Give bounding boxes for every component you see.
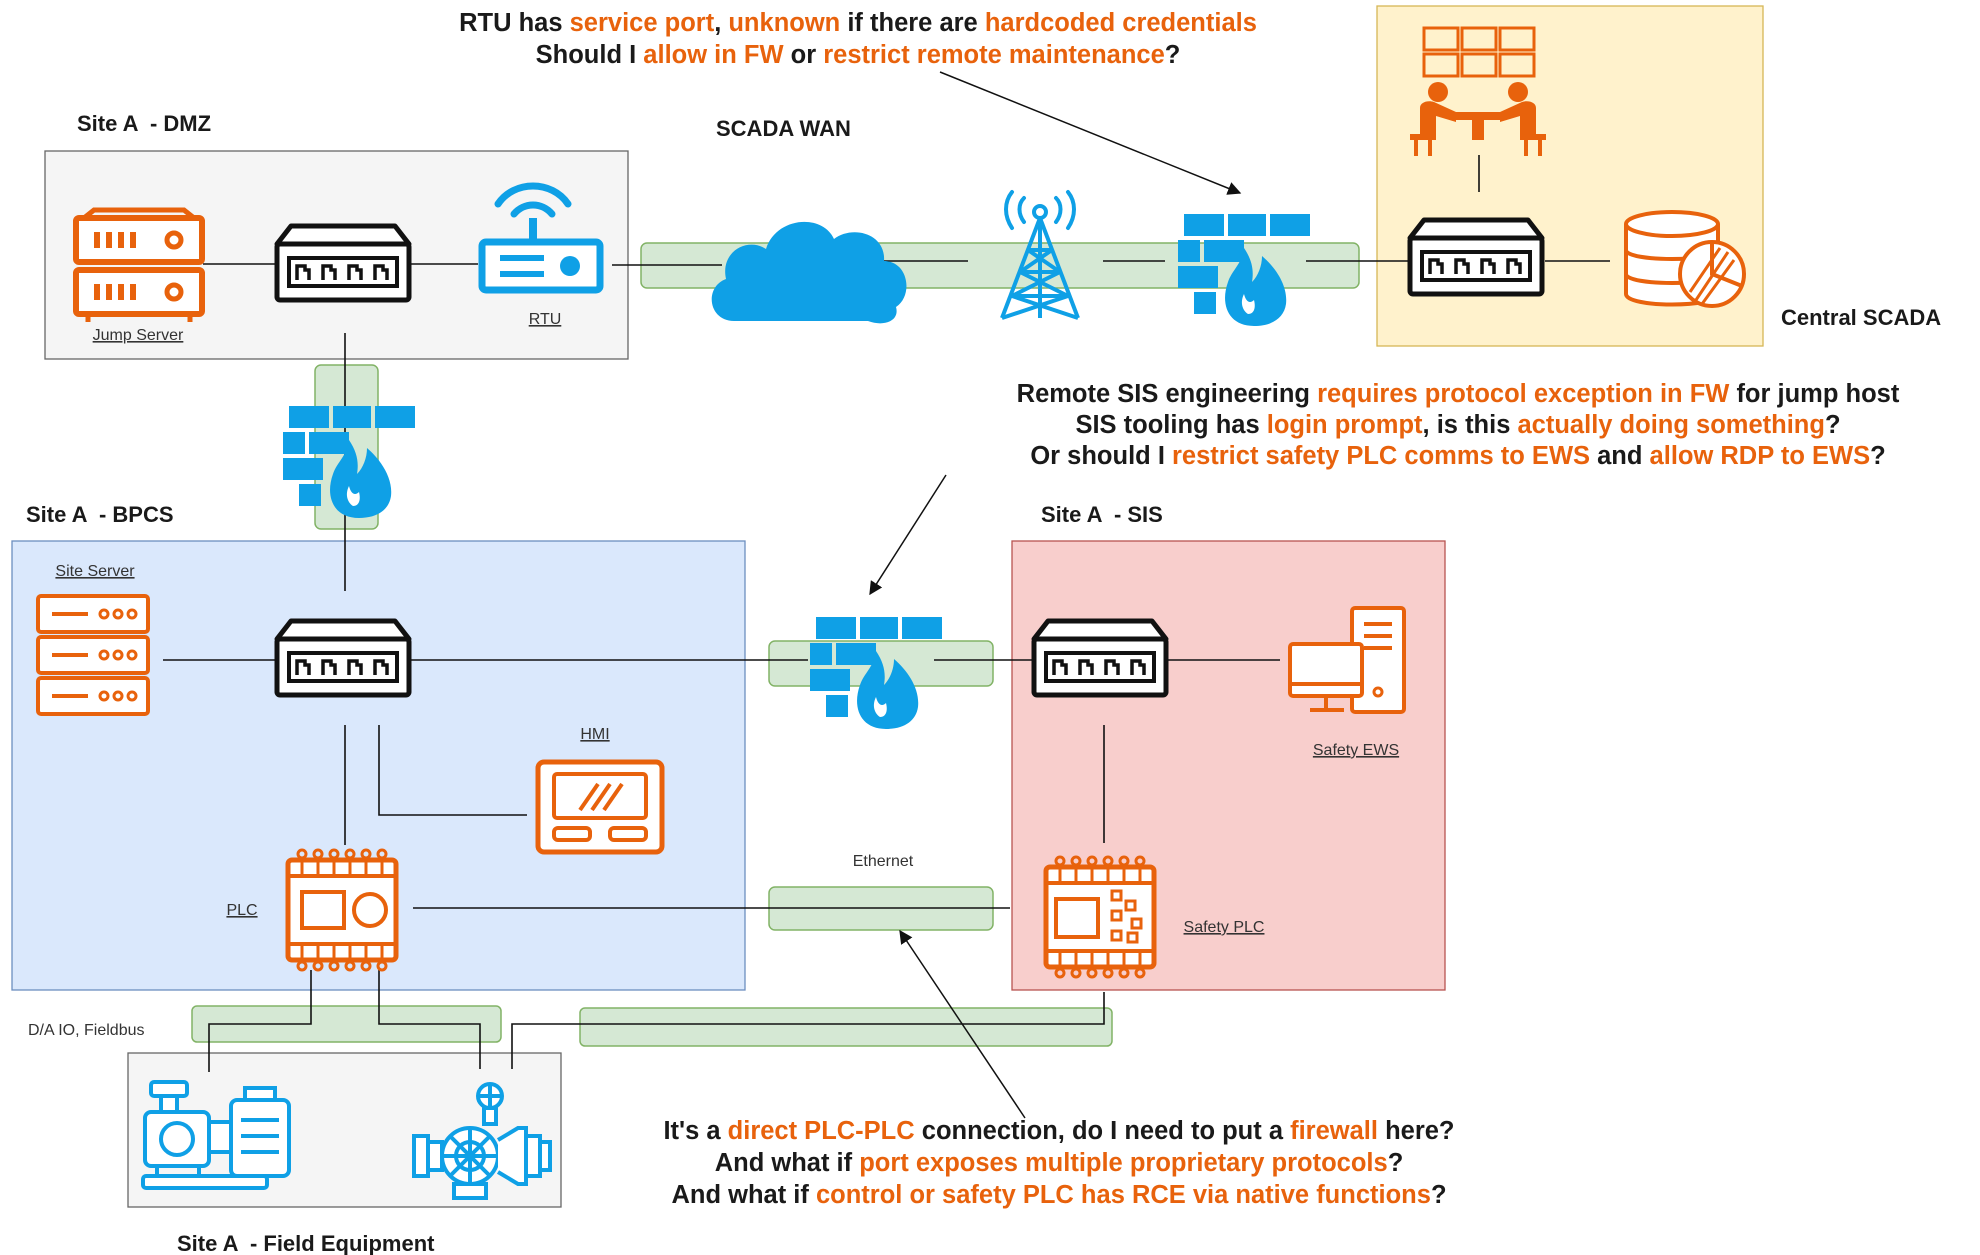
annotation-highlight: direct PLC-PLC	[728, 1117, 915, 1145]
annotation-highlight: service port	[570, 9, 715, 37]
device-label-safety-ews: Safety EWS	[1313, 742, 1399, 759]
annotation-highlight: hardcoded credentials	[985, 9, 1257, 37]
annotation-text: And what if	[671, 1181, 815, 1209]
annotation-text: ?	[1431, 1181, 1447, 1209]
network-switch-icon[interactable]	[1034, 621, 1166, 695]
annotation-text: Remote SIS engineering	[1017, 380, 1317, 408]
annotation-text: Should I	[536, 41, 644, 69]
annotation-text: ?	[1388, 1149, 1404, 1177]
pump-icon	[141, 1080, 291, 1190]
annotation-text: here?	[1378, 1117, 1455, 1145]
hmi-panel-icon[interactable]	[535, 759, 665, 855]
database-icon	[1624, 210, 1746, 308]
arrow-plc-question	[899, 929, 1026, 1119]
annotation-sis-question: Remote SIS engineering requires protocol…	[1017, 380, 1900, 470]
annotation-highlight: allow in FW	[643, 41, 784, 69]
annotation-highlight: firewall	[1290, 1117, 1378, 1145]
annotation-highlight: unknown	[728, 9, 840, 37]
annotation-text: RTU has	[459, 9, 570, 37]
device-label-plc: PLC	[226, 902, 257, 919]
annotation-highlight: restrict remote maintenance	[823, 41, 1165, 69]
annotation-text: ?	[1870, 442, 1886, 470]
safety-plc-icon[interactable]	[1046, 857, 1154, 977]
annotation-text: ?	[1825, 411, 1841, 439]
conduit-fieldbus-right	[579, 1007, 1113, 1047]
annotation-text: And what if	[715, 1149, 859, 1177]
annotation-text: and	[1590, 442, 1650, 470]
annotation-text: if there are	[840, 9, 985, 37]
radio-tower-icon	[1000, 190, 1080, 320]
annotation-text: for jump host	[1729, 380, 1899, 408]
annotation-highlight: port exposes multiple proprietary protoc…	[859, 1149, 1388, 1177]
network-switch-icon[interactable]	[277, 621, 409, 695]
link-label-ethernet: Ethernet	[853, 853, 914, 870]
annotation-highlight: allow RDP to EWS	[1650, 442, 1871, 470]
wires	[163, 155, 1610, 1072]
plc-icon[interactable]	[288, 850, 396, 970]
conduit-fieldbus-left	[191, 1005, 502, 1043]
cloud-icon	[711, 221, 907, 324]
annotation-text: or	[784, 41, 824, 69]
annotation-highlight: login prompt	[1267, 411, 1423, 439]
arrow-sis-question	[869, 474, 947, 596]
annotation-rtu-question: RTU has service port, unknown if there a…	[459, 9, 1257, 69]
annotation-text: Or should I	[1030, 442, 1172, 470]
annotation-highlight: restrict safety PLC comms to EWS	[1172, 442, 1590, 470]
device-label-site-server: Site Server	[55, 563, 135, 580]
zone-label-dmz: Site A - DMZ	[77, 111, 211, 136]
link-label-fieldbus: D/A IO, Fieldbus	[28, 1022, 145, 1039]
zone-label-sis: Site A - SIS	[1041, 502, 1163, 527]
device-label-safety-plc: Safety PLC	[1184, 919, 1265, 936]
annotation-text: , is this	[1423, 411, 1518, 439]
rtu-wifi-icon[interactable]	[478, 182, 604, 294]
annotation-text: ,	[714, 9, 728, 37]
annotation-text: connection, do I need to put a	[915, 1117, 1290, 1145]
arrow-rtu-question	[939, 71, 1242, 195]
zone-label-bpcs: Site A - BPCS	[26, 502, 174, 527]
device-label-hmi: HMI	[580, 726, 609, 743]
operators-icon	[1410, 26, 1546, 156]
valve-icon	[412, 1082, 552, 1200]
zone-label-scada-wan: SCADA WAN	[716, 116, 851, 141]
site-server-icon[interactable]	[36, 594, 150, 716]
network-switch-icon[interactable]	[1410, 220, 1542, 294]
annotation-text: It's a	[663, 1117, 727, 1145]
device-label-jump-server: Jump Server	[93, 327, 184, 344]
zone-label-field: Site A - Field Equipment	[177, 1231, 435, 1255]
network-switch-icon[interactable]	[277, 226, 409, 300]
annotation-highlight: requires protocol exception in FW	[1317, 380, 1730, 408]
annotation-text: ?	[1165, 41, 1181, 69]
zone-label-central-scada: Central SCADA	[1781, 305, 1941, 330]
annotation-highlight: control or safety PLC has RCE via native…	[816, 1181, 1431, 1209]
annotation-plc-question: It's a direct PLC-PLC connection, do I n…	[663, 1117, 1454, 1209]
annotation-text: SIS tooling has	[1075, 411, 1266, 439]
device-label-rtu: RTU	[529, 311, 562, 328]
workstation-icon[interactable]	[1288, 606, 1406, 714]
annotation-highlight: actually doing something	[1518, 411, 1825, 439]
firewall-icon[interactable]	[283, 406, 415, 518]
